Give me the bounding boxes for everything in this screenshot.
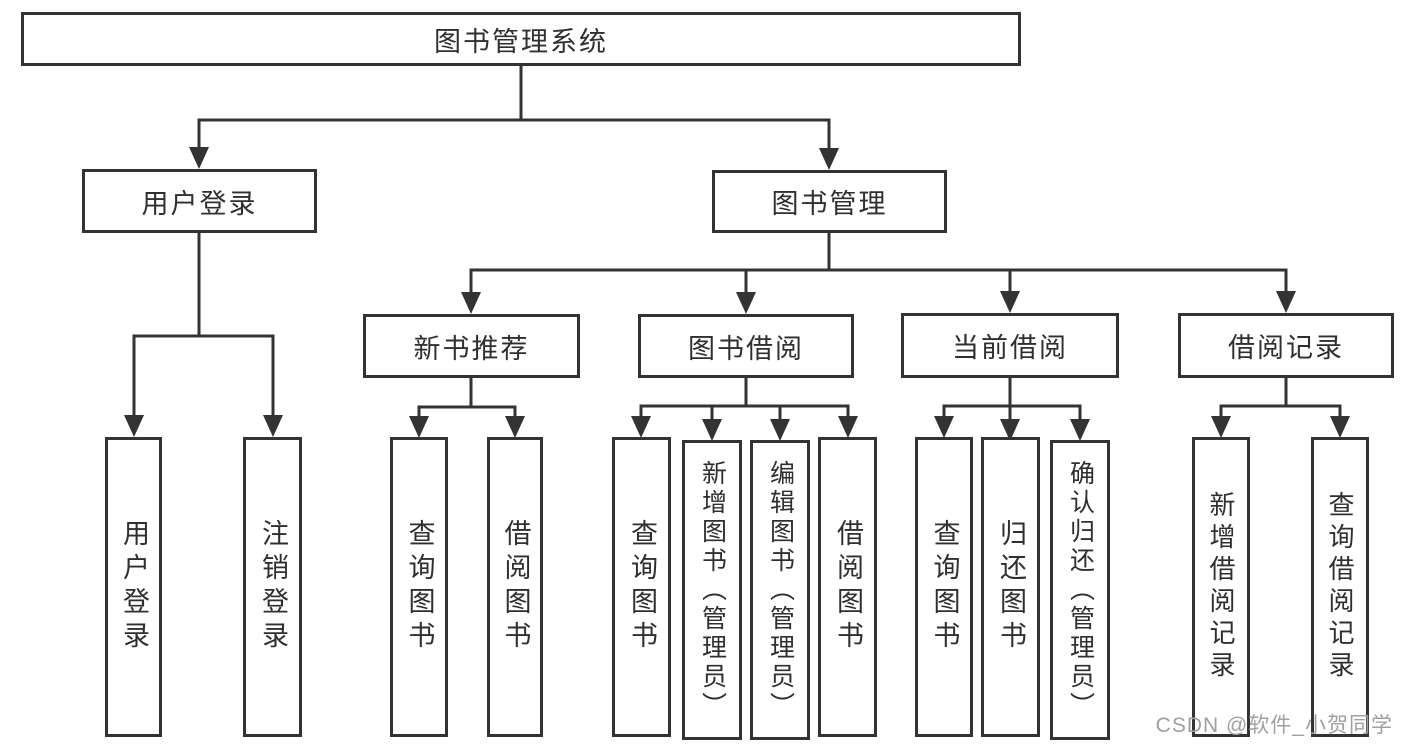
leaf-logout-label: 注销登录 [258, 519, 288, 655]
leaf-query-borrow-record-label: 查询借阅记录 [1325, 491, 1355, 683]
node-borrow-record: 借阅记录 [1178, 313, 1394, 378]
leaf-borrow-book-1: 借阅图书 [487, 437, 543, 737]
node-library-system: 图书管理系统 [21, 12, 1021, 66]
node-current-borrow-label: 当前借阅 [952, 333, 1068, 363]
leaf-user-login: 用户登录 [105, 437, 162, 737]
node-library-system-label: 图书管理系统 [434, 26, 608, 57]
leaf-confirm-return-admin: 确认归还（管理员） [1050, 440, 1110, 740]
leaf-logout: 注销登录 [243, 437, 302, 737]
leaf-query-book-1: 查询图书 [390, 437, 448, 737]
leaf-add-book-admin-label: 新增图书（管理员） [698, 459, 727, 721]
arrowheads [124, 147, 1350, 441]
leaf-query-book-3: 查询图书 [915, 437, 973, 737]
leaf-confirm-return-admin-label: 确认归还（管理员） [1066, 459, 1095, 721]
leaf-query-book-1-label: 查询图书 [404, 519, 435, 655]
node-new-book-recommend: 新书推荐 [363, 314, 580, 378]
node-user-login: 用户登录 [82, 169, 317, 233]
leaf-return-book-label: 归还图书 [996, 519, 1026, 655]
node-user-login-label: 用户登录 [141, 188, 258, 219]
csdn-watermark: CSDN @软件_小贺同学 [1155, 714, 1393, 737]
leaf-edit-book-admin: 编辑图书（管理员） [750, 440, 810, 740]
leaf-add-borrow-record: 新增借阅记录 [1192, 437, 1250, 737]
leaf-query-book-3-label: 查询图书 [929, 519, 960, 655]
leaf-add-book-admin: 新增图书（管理员） [682, 440, 742, 740]
leaf-user-login-label: 用户登录 [119, 519, 149, 655]
node-book-borrow: 图书借阅 [638, 314, 854, 378]
leaf-query-book-2-label: 查询图书 [627, 519, 657, 655]
leaf-add-borrow-record-label: 新增借阅记录 [1206, 491, 1236, 683]
leaf-edit-book-admin-label: 编辑图书（管理员） [766, 459, 795, 721]
leaf-query-book-2: 查询图书 [612, 437, 671, 737]
node-current-borrow: 当前借阅 [901, 313, 1119, 378]
leaf-query-borrow-record: 查询借阅记录 [1311, 437, 1369, 737]
node-book-management-label: 图书管理 [771, 189, 888, 219]
leaf-borrow-book-2-label: 借阅图书 [833, 519, 863, 655]
node-new-book-recommend-label: 新书推荐 [413, 333, 530, 364]
leaf-borrow-book-2: 借阅图书 [818, 437, 877, 737]
node-borrow-record-label: 借阅记录 [1228, 333, 1344, 363]
node-book-borrow-label: 图书借阅 [688, 333, 804, 364]
node-book-management: 图书管理 [712, 170, 947, 233]
leaf-borrow-book-1-label: 借阅图书 [500, 519, 531, 655]
leaf-return-book: 归还图书 [981, 437, 1040, 737]
